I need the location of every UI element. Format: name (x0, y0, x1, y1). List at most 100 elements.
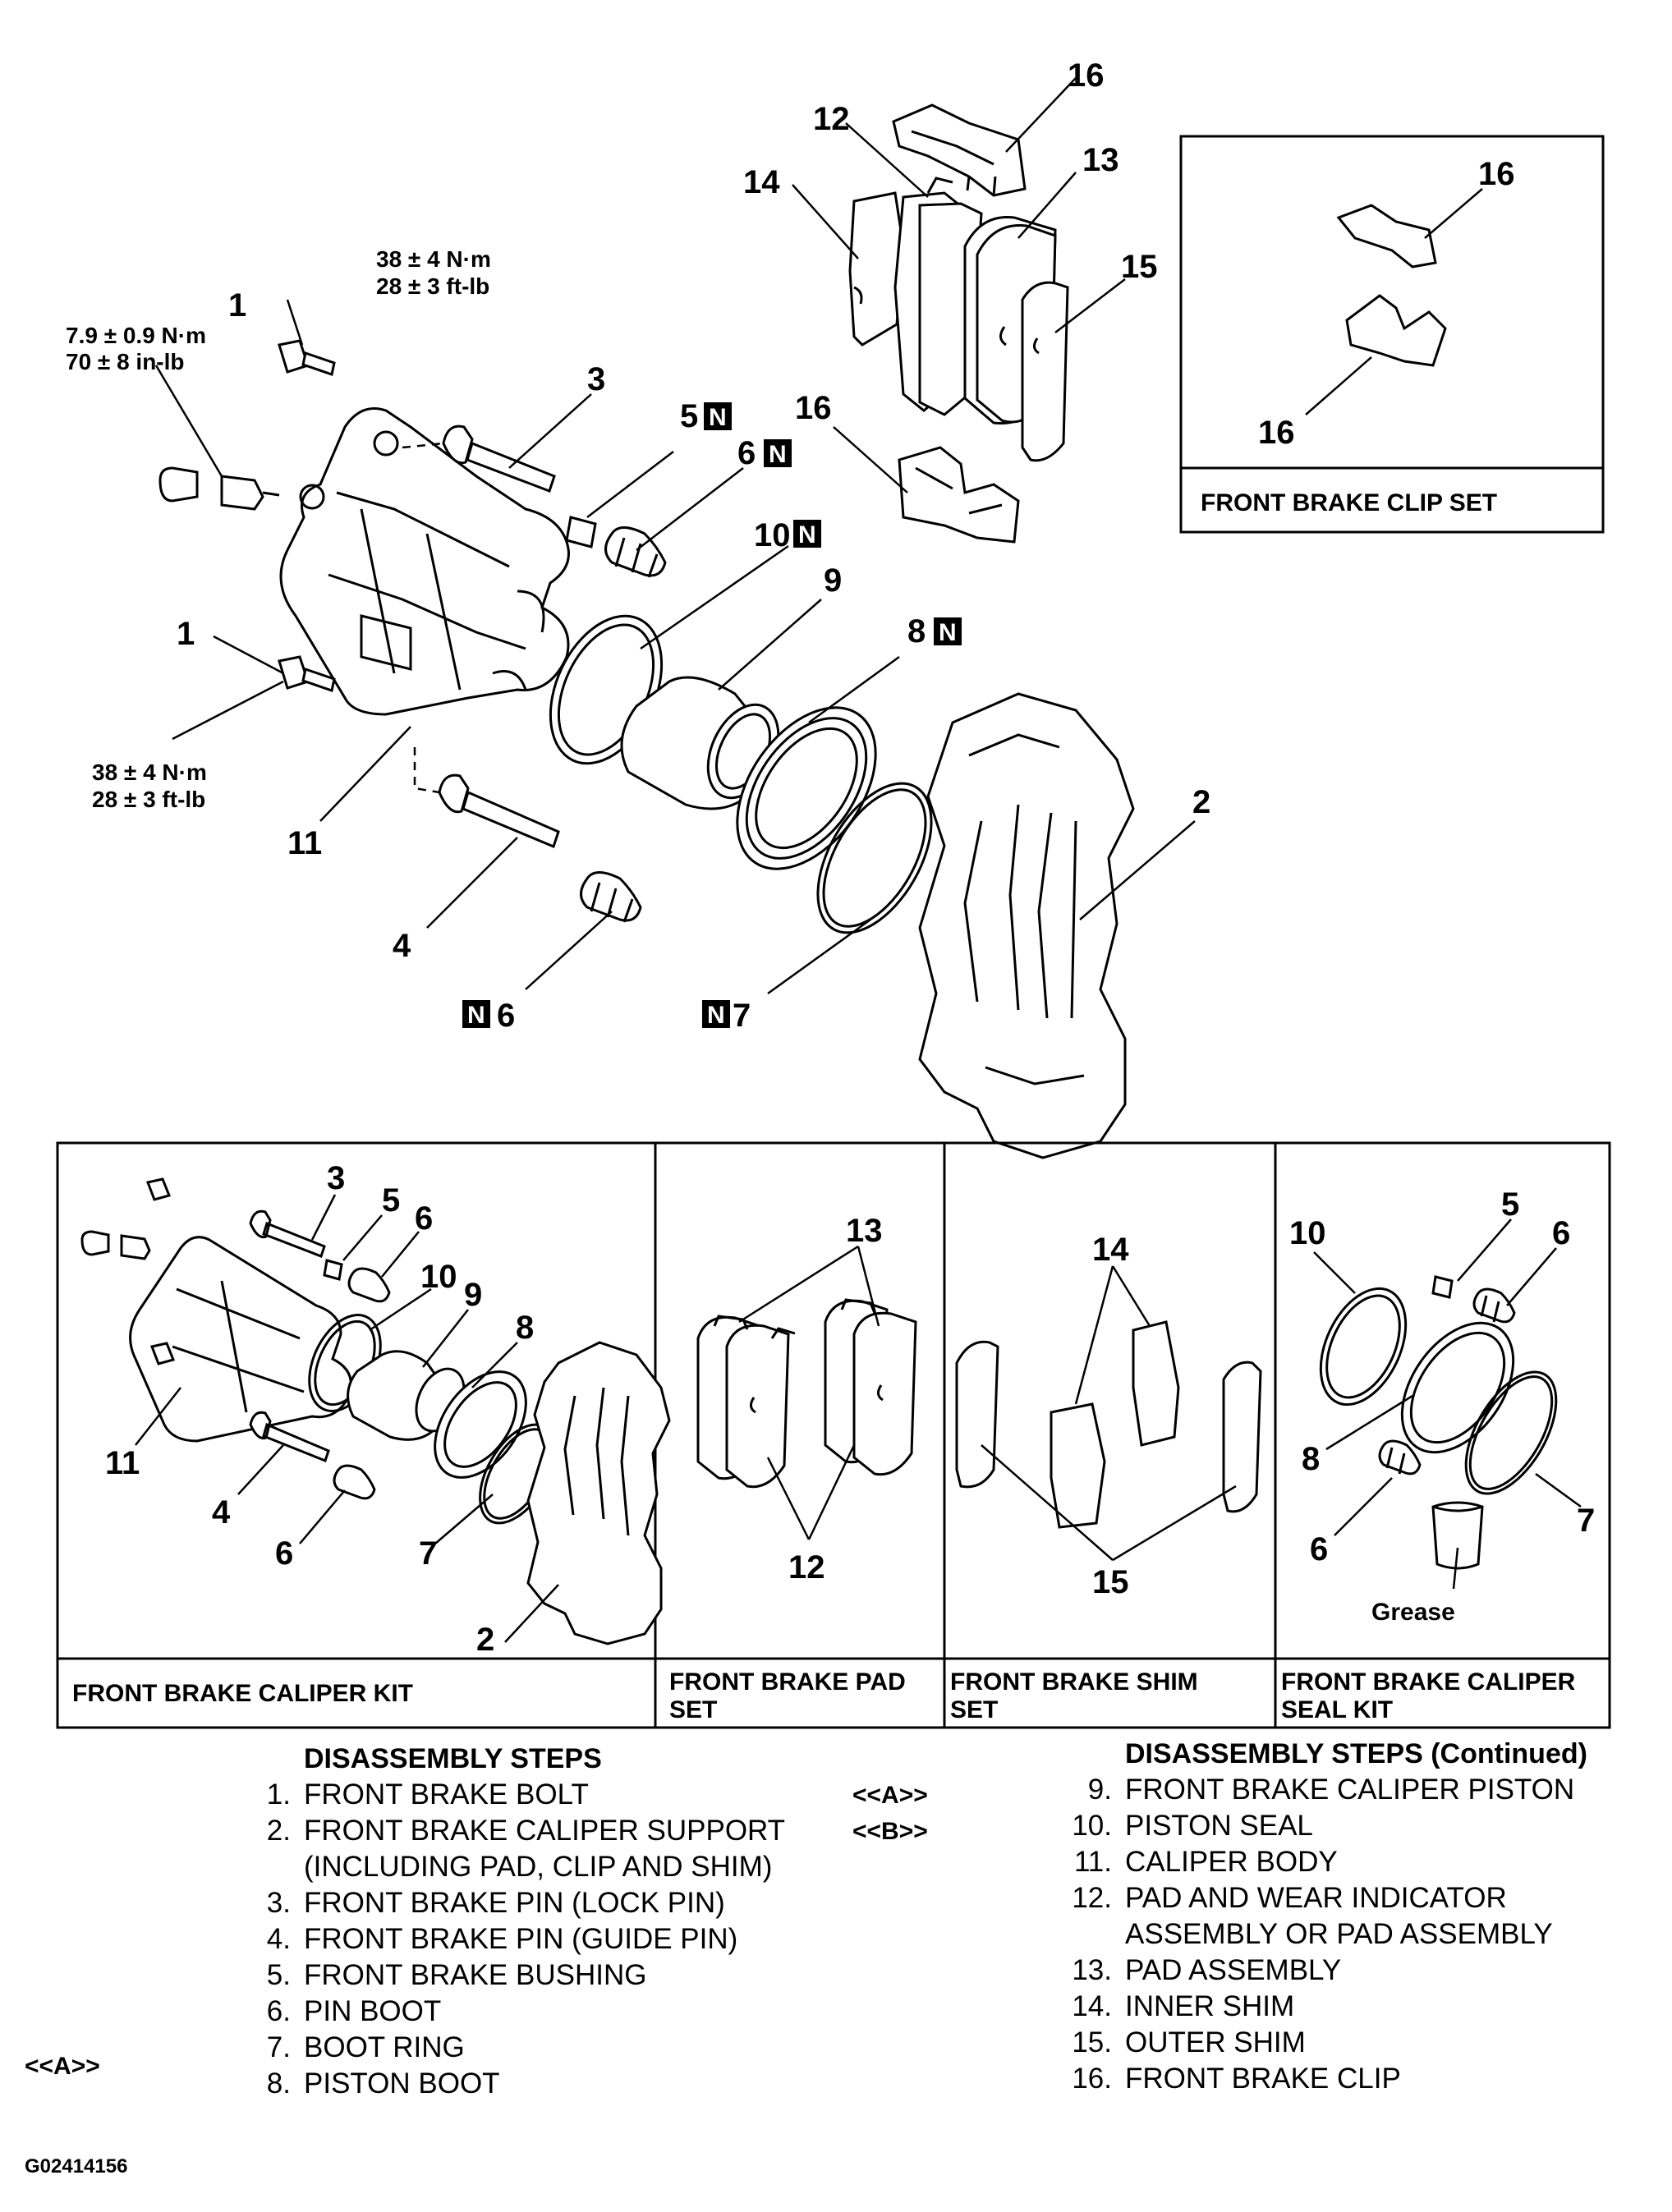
clip-set-callout-16-bottom: 16 (1258, 415, 1295, 451)
clip-set-inset: 16 16 FRONT BRAKE CLIP SET (1179, 135, 1605, 534)
step-item: 12.PAD AND WEAR INDICATOR (1072, 1882, 1507, 1914)
seal-kit-callout-8: 8 (1302, 1441, 1320, 1477)
callout-16-lower: 16 (795, 390, 832, 426)
step-item: 6.PIN BOOT (266, 1995, 442, 2027)
new-part-mark-6 (764, 439, 792, 467)
caliper-kit-illustration (80, 1177, 671, 1645)
new-part-mark-6-lower-text: N (467, 1002, 485, 1029)
torque-bolt-bottom-ftlb: 28 ± 3 ft-lb (92, 787, 205, 812)
caliper-kit-callout-7: 7 (419, 1535, 437, 1572)
pad-set-title-line1: FRONT BRAKE PAD (669, 1668, 906, 1696)
figure-code: G02414156 (25, 2155, 128, 2178)
step-item: 7.BOOT RING (266, 2031, 465, 2063)
clip-set-title: FRONT BRAKE CLIP SET (1201, 489, 1497, 516)
seal-kit-grease-label: Grease (1371, 1599, 1455, 1626)
caliper-kit-callout-2: 2 (476, 1622, 494, 1658)
step-item: 16.FRONT BRAKE CLIP (1072, 2063, 1401, 2095)
front-brake-bolt-top (278, 339, 336, 376)
disassembly-steps-left: DISASSEMBLY STEPS 1.FRONT BRAKE BOLT 2.F… (238, 1741, 785, 2102)
step-item: 11.CALIPER BODY (1073, 1846, 1338, 1878)
new-part-mark-8 (934, 617, 962, 645)
front-brake-bushing (565, 516, 597, 548)
new-part-mark-5-text: N (709, 404, 727, 431)
new-part-mark-6-text: N (769, 441, 787, 468)
seal-kit-callout-5: 5 (1501, 1186, 1519, 1223)
caliper-kit-callout-11: 11 (105, 1445, 140, 1481)
torque-bolt-bottom-nm: 38 ± 4 N·m (92, 760, 207, 785)
seal-kit-callout-6-lower: 6 (1310, 1531, 1328, 1567)
front-brake-clip-lower (898, 446, 1020, 544)
callout-13: 13 (1082, 142, 1119, 178)
caliper-kit-callout-5: 5 (382, 1182, 400, 1218)
guide-pin (438, 773, 560, 849)
torque-bleeder-inlb: 70 ± 8 in-lb (66, 349, 185, 374)
shim-set-title-line2: SET (950, 1696, 998, 1723)
steps-right-heading: DISASSEMBLY STEPS (Continued) (1125, 1738, 1587, 1769)
callout-6-upper: 6 (737, 435, 756, 471)
shim-set-callout-14: 14 (1092, 1232, 1129, 1268)
seal-kit-callout-10: 10 (1289, 1215, 1326, 1251)
inner-shim (848, 191, 905, 346)
step-item: (INCLUDING PAD, CLIP AND SHIM) (304, 1851, 773, 1883)
callout-9: 9 (824, 562, 842, 599)
torque-bolt-top-nm: 38 ± 4 N·m (376, 246, 491, 272)
callout-1-top: 1 (228, 287, 246, 324)
assembly-line-guide-pin (413, 747, 440, 794)
bleeder-screw (158, 466, 280, 511)
step-item: 10.PISTON SEAL (1072, 1810, 1313, 1842)
caliper-kit-callout-6-lower: 6 (275, 1535, 293, 1572)
caliper-kit-title: FRONT BRAKE CALIPER KIT (72, 1680, 413, 1707)
pad-set-callout-13: 13 (846, 1213, 883, 1249)
new-part-mark-7 (702, 1000, 730, 1028)
seal-kit-title-line2: SEAL KIT (1281, 1696, 1393, 1723)
front-brake-clip-top (892, 103, 1027, 197)
step-10-reference: <<B>> (852, 1818, 928, 1845)
step-item: 13.PAD ASSEMBLY (1072, 1954, 1342, 1986)
new-part-mark-10-text: N (798, 521, 816, 548)
seal-kit-title-line1: FRONT BRAKE CALIPER (1281, 1668, 1576, 1696)
callout-5: 5 (680, 398, 698, 434)
callout-4: 4 (393, 928, 411, 964)
step-item: 14.INNER SHIM (1072, 1990, 1295, 2022)
step-9-reference: <<A>> (852, 1782, 928, 1809)
shim-set-illustration (955, 1265, 1262, 1562)
disassembly-steps-right: DISASSEMBLY STEPS (Continued) 9.FRONT BR… (1059, 1736, 1587, 2097)
callout-10: 10 (754, 517, 791, 553)
new-part-mark-6-lower (462, 1000, 490, 1028)
torque-bleeder-nm: 7.9 ± 0.9 N·m (66, 323, 206, 348)
pin-boot-lower (580, 871, 642, 923)
seal-kit-illustration (1313, 1218, 1582, 1590)
pad-set-callout-12: 12 (788, 1549, 825, 1586)
step-item: 5.FRONT BRAKE BUSHING (266, 1959, 647, 1991)
step-8-reference: <<A>> (25, 2053, 100, 2080)
caliper-kit-callout-6-upper: 6 (415, 1200, 433, 1237)
new-part-mark-10 (793, 520, 821, 548)
pad-set-title-line2: SET (669, 1696, 717, 1723)
callout-8: 8 (907, 613, 926, 649)
caliper-kit-callout-8: 8 (516, 1310, 534, 1346)
step-item: 1.FRONT BRAKE BOLT (266, 1778, 589, 1810)
torque-bolt-top-ftlb: 28 ± 3 ft-lb (376, 273, 489, 299)
callout-16-top: 16 (1068, 57, 1105, 94)
step-item: 2.FRONT BRAKE CALIPER SUPPORT (266, 1815, 786, 1847)
callout-12: 12 (813, 101, 850, 137)
outer-shim (1021, 281, 1069, 462)
kit-table (56, 1141, 1611, 1729)
caliper-kit-callout-4: 4 (212, 1494, 231, 1531)
new-part-mark-7-text: N (707, 1002, 725, 1029)
step-item: ASSEMBLY OR PAD ASSEMBLY (1125, 1918, 1553, 1950)
callout-11: 11 (287, 825, 322, 861)
steps-left-heading: DISASSEMBLY STEPS (304, 1743, 602, 1774)
front-brake-caliper-support (918, 692, 1135, 1159)
pin-boot-upper (604, 526, 667, 578)
callout-15: 15 (1121, 249, 1158, 285)
step-item: 4.FRONT BRAKE PIN (GUIDE PIN) (266, 1923, 738, 1955)
step-item: 15.OUTER SHIM (1072, 2026, 1306, 2058)
step-item: 3.FRONT BRAKE PIN (LOCK PIN) (266, 1887, 725, 1919)
caliper-kit-callout-3: 3 (327, 1160, 345, 1196)
callout-6-lower: 6 (497, 998, 515, 1034)
new-part-mark-8-text: N (939, 619, 957, 646)
caliper-kit-callout-9: 9 (464, 1277, 482, 1313)
callout-1-bottom: 1 (177, 616, 195, 652)
